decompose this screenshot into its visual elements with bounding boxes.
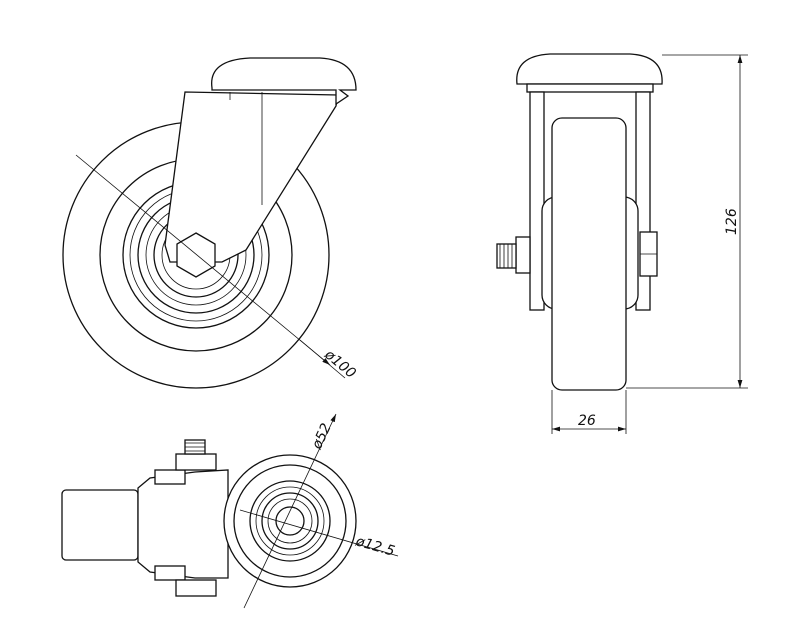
top-plate xyxy=(211,57,357,106)
dimension-wheel-diameter: ø100 xyxy=(321,346,359,382)
nut-bottom xyxy=(175,579,217,597)
front-view: ø100 xyxy=(62,57,359,389)
wheel-tread xyxy=(551,117,627,391)
dimension-height: 126 xyxy=(626,54,748,389)
svg-text:26: 26 xyxy=(578,413,596,429)
bolt-thread xyxy=(184,439,206,455)
bore-diameter-line xyxy=(239,509,399,557)
top-plate-side xyxy=(61,489,139,561)
fork-body xyxy=(137,469,229,579)
hex-nut-icon xyxy=(176,232,216,278)
bolt-thread xyxy=(496,243,517,269)
bottom-view: ø52 ø12.5 xyxy=(61,413,399,609)
dimension-bore-diameter: ø12.5 xyxy=(353,533,397,560)
diameter-line xyxy=(75,154,331,366)
side-view: 126 26 xyxy=(496,53,748,434)
top-plate xyxy=(516,53,663,85)
hub-diameter-line xyxy=(243,413,337,609)
nut-top xyxy=(175,453,217,471)
dimension-width: 26 xyxy=(551,390,627,434)
fork-left xyxy=(529,91,545,311)
svg-text:126: 126 xyxy=(724,208,740,235)
wheel-circles xyxy=(223,454,357,588)
nut-left xyxy=(515,236,531,274)
